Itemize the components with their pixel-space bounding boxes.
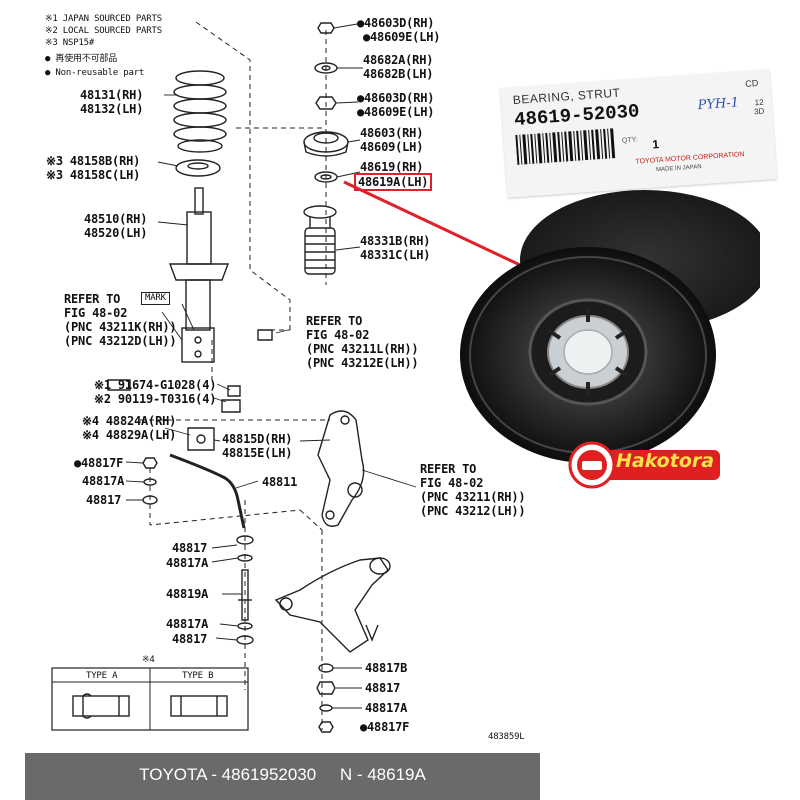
type-a-label: TYPE A — [86, 671, 118, 681]
part-48817-3: 48817 — [172, 632, 208, 646]
label-qty-caption: QTY: — [621, 136, 639, 145]
part-48331b-rh: 48331B(RH) — [360, 234, 431, 248]
label-side-code: 12 3D — [753, 97, 765, 117]
part-48817-2: 48817 — [172, 541, 208, 555]
part-48817a-3: 48817A — [166, 617, 209, 631]
part-48815e-lh: 48815E(LH) — [222, 446, 293, 460]
part-48829a-lh: ※4 48829A(LH) — [82, 428, 177, 442]
part-48131-rh: 48131(RH) — [80, 88, 144, 102]
footer-part-info: TOYOTA - 4861952030 N - 48619A — [139, 765, 426, 784]
note-non-reusable-en: ● Non-reusable part — [45, 68, 145, 78]
part-90119-t0316: ※2 90119-T0316(4) — [94, 392, 217, 406]
part-48817b: 48817B — [365, 661, 408, 675]
part-label-card: BEARING, STRUT CD 48619-52030 PYH-1 12 3… — [500, 69, 778, 198]
figure-code: 483859L — [488, 732, 525, 742]
note-japan-sourced: ※1 JAPAN SOURCED PARTS — [45, 14, 162, 24]
note-nsp15: ※3 NSP15# — [45, 38, 95, 48]
part-91674-g1028: ※1 91674-G1028(4) — [94, 378, 217, 392]
refer-fig-48-02-c: REFER TO FIG 48-02 (PNC 43211(RH)) (PNC … — [420, 462, 526, 518]
bearing-photo — [460, 190, 760, 463]
refer-fig-48-02-a: REFER TO FIG 48-02 (PNC 43211K(RH)) (PNC… — [64, 292, 177, 348]
part-48158c-lh: ※3 48158C(LH) — [46, 168, 141, 182]
watermark-badge-icon — [568, 441, 720, 489]
part-48824a-rh: ※4 48824A(RH) — [82, 414, 177, 428]
note-local-sourced: ※2 LOCAL SOURCED PARTS — [45, 26, 162, 36]
part-48817-4: 48817 — [365, 681, 401, 695]
label-made-in: MADE IN JAPAN — [655, 164, 702, 174]
label-cd: CD — [744, 77, 759, 89]
part-48619a-lh-highlighted: 48619A(LH) — [354, 173, 433, 191]
part-48817f-top: ●48817F — [74, 456, 124, 470]
part-48609e-lh: ●48609E(LH) — [363, 30, 441, 44]
part-48510-rh: 48510(RH) — [84, 212, 148, 226]
part-48619-rh: 48619(RH) — [360, 160, 424, 174]
barcode-icon — [515, 128, 616, 165]
part-48609e-lh-2: ●48609E(LH) — [357, 105, 435, 119]
part-48603-rh: 48603(RH) — [360, 126, 424, 140]
part-48817a-4: 48817A — [365, 701, 408, 715]
part-48603d-rh: ●48603D(RH) — [357, 16, 435, 30]
hakotora-watermark: Hakotora — [568, 440, 723, 490]
part-48682b-lh: 48682B(LH) — [363, 67, 434, 81]
part-48682a-rh: 48682A(RH) — [363, 53, 434, 67]
mark-label: MARK — [141, 292, 170, 305]
part-48811: 48811 — [262, 475, 298, 489]
part-48331c-lh: 48331C(LH) — [360, 248, 431, 262]
watermark-text: Hakotora — [616, 450, 715, 472]
part-48158b-rh: ※3 48158B(RH) — [46, 154, 141, 168]
part-48819a: 48819A — [166, 587, 209, 601]
part-48817f-bottom: ●48817F — [360, 720, 410, 734]
label-qty-value: 1 — [651, 137, 660, 152]
footer-bar: TOYOTA - 4861952030 N - 48619A — [25, 753, 540, 800]
part-48603d-rh-2: ●48603D(RH) — [357, 91, 435, 105]
part-48520-lh: 48520(LH) — [84, 226, 148, 240]
part-48815d-rh: 48815D(RH) — [222, 432, 293, 446]
part-48609-lh: 48609(LH) — [360, 140, 424, 154]
type-b-label: TYPE B — [182, 671, 214, 681]
part-48817a-2: 48817A — [166, 556, 209, 570]
part-48132-lh: 48132(LH) — [80, 102, 144, 116]
note-non-reusable-cn: ● 再使用不可部品 — [45, 54, 118, 64]
part-48817a-1: 48817A — [82, 474, 125, 488]
type-note: ※4 — [142, 655, 155, 665]
refer-fig-48-02-b: REFER TO FIG 48-02 (PNC 43211L(RH)) (PNC… — [306, 314, 419, 370]
label-corporation: TOYOTA MOTOR CORPORATION — [635, 151, 745, 166]
part-48817-1: 48817 — [86, 493, 122, 507]
label-handwritten-note: PYH-1 — [697, 95, 740, 114]
